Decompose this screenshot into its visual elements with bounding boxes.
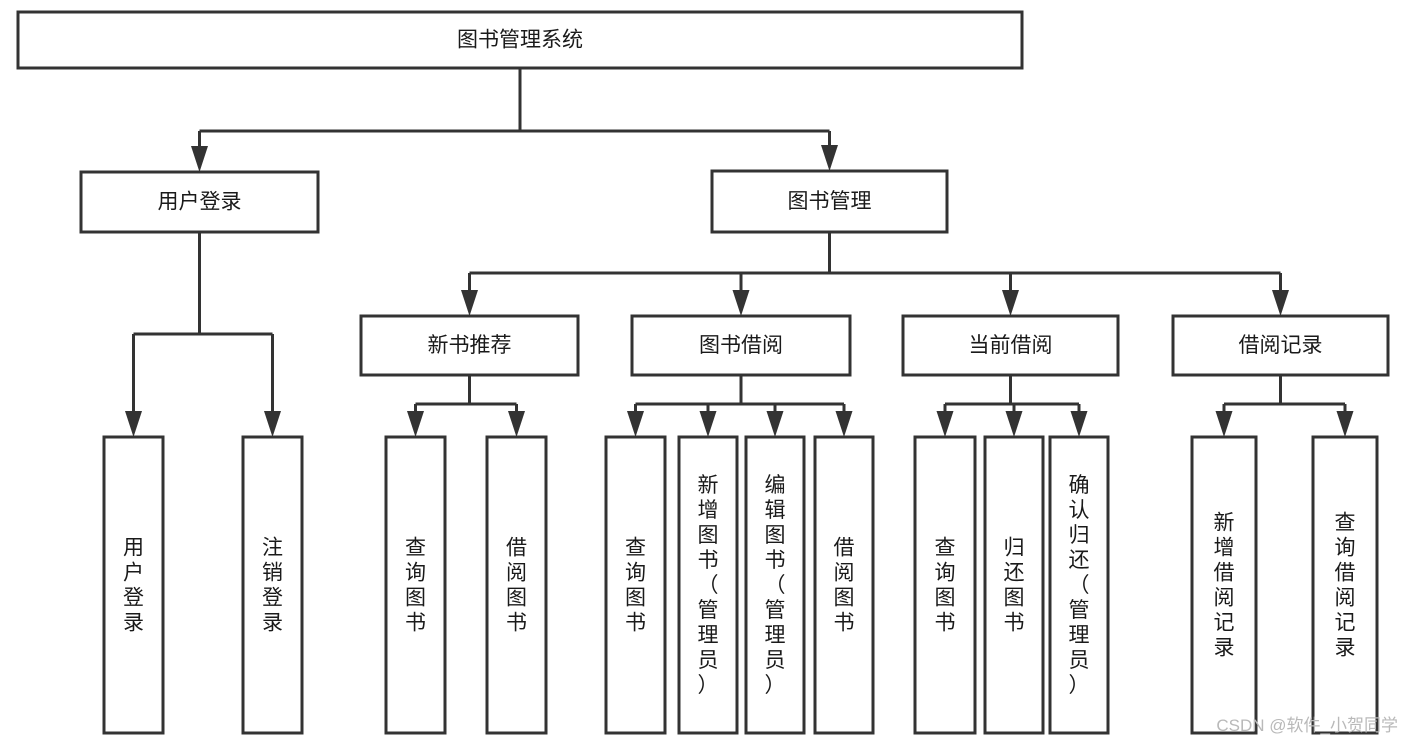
branch-record-add-arrowhead: [1215, 411, 1233, 437]
connector-layer: [125, 68, 1354, 437]
node-user-logout[interactable]: 注销登录: [241, 435, 304, 735]
node-box-borrow-edit-book: [744, 435, 806, 735]
node-label-record-add: 新增借阅记录: [1214, 512, 1235, 660]
node-box-book-borrow: [630, 314, 852, 377]
node-label-user-logout: 注销登录: [262, 537, 283, 635]
branch-book-management-arrowhead: [821, 145, 838, 171]
node-current-return-book[interactable]: 归还图书: [983, 435, 1045, 735]
branch-borrow-edit-book-arrowhead: [766, 411, 784, 437]
node-label-current-borrow: 当前借阅: [969, 334, 1053, 357]
node-user-login[interactable]: 用户登录: [79, 170, 320, 234]
branch-book-borrow-arrowhead: [732, 290, 750, 316]
node-label-borrow-borrow-book: 借阅图书: [834, 537, 855, 635]
branch-user-login-arrowhead: [191, 146, 208, 172]
node-record-add[interactable]: 新增借阅记录: [1190, 435, 1258, 735]
branch-recommend-borrow-book-arrowhead: [508, 411, 525, 437]
node-box-current-query-book: [913, 435, 977, 735]
node-borrow-edit-book[interactable]: 编辑图书（管理员）: [744, 435, 806, 735]
node-box-new-book-recommend: [359, 314, 580, 377]
branch-current-confirm-return-arrowhead: [1070, 411, 1088, 437]
node-borrow-record[interactable]: 借阅记录: [1171, 314, 1390, 377]
node-label-borrow-add-book: 新增图书（管理员）: [698, 474, 719, 697]
node-current-confirm-return[interactable]: 确认归还（管理员）: [1048, 435, 1110, 735]
node-label-new-book-recommend: 新书推荐: [428, 334, 512, 357]
node-label-record-query: 查询借阅记录: [1335, 512, 1356, 660]
node-box-user-login: [79, 170, 320, 234]
node-label-borrow-edit-book: 编辑图书（管理员）: [765, 474, 786, 697]
node-borrow-query-book[interactable]: 查询图书: [604, 435, 667, 735]
node-box-borrow-borrow-book: [813, 435, 875, 735]
node-label-borrow-query-book: 查询图书: [625, 537, 646, 635]
node-box-borrow-query-book: [604, 435, 667, 735]
node-label-borrow-record: 借阅记录: [1239, 334, 1323, 357]
node-label-user-login: 用户登录: [158, 191, 242, 214]
node-box-borrow-record: [1171, 314, 1390, 377]
csdn-watermark: CSDN @软件_小贺同学: [1216, 716, 1398, 735]
branch-current-return-book-arrowhead: [1005, 411, 1023, 437]
node-box-recommend-borrow-book: [485, 435, 548, 735]
branch-recommend-query-book-arrowhead: [407, 411, 424, 437]
node-box-book-management: [710, 169, 949, 234]
node-label-book-borrow: 图书借阅: [699, 334, 783, 357]
node-box-current-return-book: [983, 435, 1045, 735]
node-layer: 图书管理系统用户登录用户登录注销登录图书管理新书推荐查询图书借阅图书图书借阅查询…: [16, 10, 1390, 735]
node-box-record-add: [1190, 435, 1258, 735]
branch-user-login-do-arrowhead: [125, 411, 142, 437]
node-label-root: 图书管理系统: [457, 29, 583, 52]
node-label-user-login-do: 用户登录: [123, 537, 144, 635]
node-box-user-login-do: [102, 435, 165, 735]
node-new-book-recommend[interactable]: 新书推荐: [359, 314, 580, 377]
branch-borrow-borrow-book-arrowhead: [835, 411, 853, 437]
node-label-current-return-book: 归还图书: [1004, 537, 1025, 635]
node-book-borrow[interactable]: 图书借阅: [630, 314, 852, 377]
node-book-management[interactable]: 图书管理: [710, 169, 949, 234]
branch-borrow-record-arrowhead: [1272, 290, 1289, 316]
node-label-recommend-query-book: 查询图书: [405, 537, 426, 635]
branch-current-borrow-arrowhead: [1002, 290, 1019, 316]
node-borrow-add-book[interactable]: 新增图书（管理员）: [677, 435, 739, 735]
node-recommend-query-book[interactable]: 查询图书: [384, 435, 447, 735]
node-label-book-management: 图书管理: [788, 190, 872, 213]
node-box-current-confirm-return: [1048, 435, 1110, 735]
node-current-borrow[interactable]: 当前借阅: [901, 314, 1120, 377]
branch-user-logout-arrowhead: [264, 411, 281, 437]
node-box-record-query: [1311, 435, 1379, 735]
node-borrow-borrow-book[interactable]: 借阅图书: [813, 435, 875, 735]
node-box-current-borrow: [901, 314, 1120, 377]
node-recommend-borrow-book[interactable]: 借阅图书: [485, 435, 548, 735]
branch-borrow-add-book-arrowhead: [699, 411, 717, 437]
branch-new-book-recommend-arrowhead: [461, 290, 478, 316]
node-box-recommend-query-book: [384, 435, 447, 735]
node-current-query-book[interactable]: 查询图书: [913, 435, 977, 735]
node-label-current-query-book: 查询图书: [935, 537, 956, 635]
node-label-current-confirm-return: 确认归还（管理员）: [1069, 474, 1090, 697]
branch-borrow-query-book-arrowhead: [627, 411, 644, 437]
node-root[interactable]: 图书管理系统: [16, 10, 1024, 70]
node-box-root: [16, 10, 1024, 70]
node-box-user-logout: [241, 435, 304, 735]
node-user-login-do[interactable]: 用户登录: [102, 435, 165, 735]
node-record-query[interactable]: 查询借阅记录: [1311, 435, 1379, 735]
node-box-borrow-add-book: [677, 435, 739, 735]
branch-current-query-book-arrowhead: [936, 411, 954, 437]
branch-record-query-arrowhead: [1336, 411, 1354, 437]
node-label-recommend-borrow-book: 借阅图书: [506, 537, 527, 635]
